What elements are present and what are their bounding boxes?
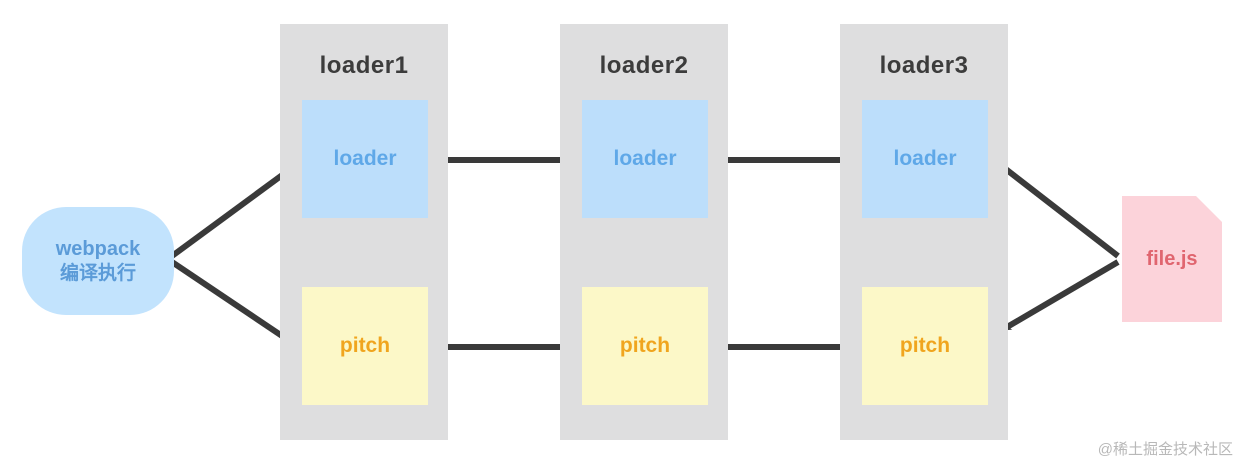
webpack-label-primary: webpack (55, 237, 141, 260)
column-title-loader1: loader1 (319, 52, 409, 79)
pitch-box-2[interactable]: pitch (582, 287, 708, 405)
loader-box-3[interactable]: loader (862, 100, 988, 218)
loader-column-3[interactable]: loader3 loader pitch (840, 24, 1008, 440)
column-title-loader2: loader2 (599, 52, 689, 79)
loader-box-2[interactable]: loader (582, 100, 708, 218)
column-title-loader3: loader3 (879, 52, 969, 79)
file-target-node[interactable]: file.js (1122, 196, 1222, 322)
loader-box-1[interactable]: loader (302, 100, 428, 218)
loader-column-1[interactable]: loader1 loader pitch (280, 24, 448, 440)
pitch-box-3[interactable]: pitch (862, 287, 988, 405)
webpack-label-secondary: 编译执行 (59, 262, 136, 284)
file-node-label: file.js (1146, 247, 1198, 270)
edge-file-to-pitch3 (1000, 259, 1120, 333)
edge-file-to-loader3 (992, 157, 1120, 259)
pitch-box-1[interactable]: pitch (302, 287, 428, 405)
watermark: @稀土掘金技术社区 (1097, 441, 1233, 458)
loader-column-2[interactable]: loader2 loader pitch (560, 24, 728, 440)
webpack-source-node[interactable]: webpack 编译执行 (22, 207, 174, 315)
